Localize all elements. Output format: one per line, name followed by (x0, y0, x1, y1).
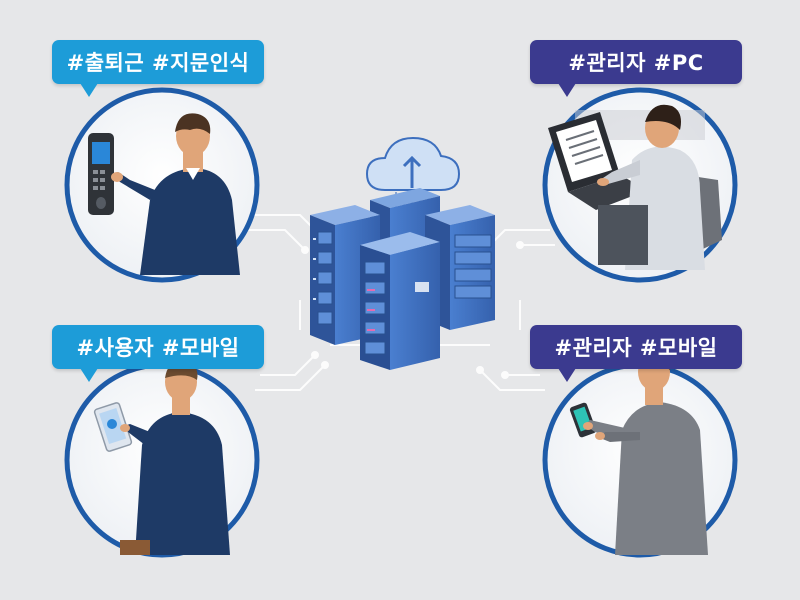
fingerprint-reader-icon (88, 133, 114, 215)
scene-admin-pc (542, 87, 738, 283)
tag-admin-pc: #관리자 #PC (530, 40, 742, 97)
scene-fingerprint-attendance (64, 87, 260, 283)
tag-label: #관리자 #PC (568, 51, 704, 75)
smartphone-icon (93, 402, 133, 452)
tag-label: #관리자 #모바일 (554, 336, 718, 360)
laptop-icon (548, 112, 648, 210)
tag-fingerprint-attendance: #출퇴근 #지문인식 (52, 40, 264, 97)
server-cluster (310, 136, 495, 370)
tag-pointer (80, 83, 98, 97)
tag-pointer (558, 83, 576, 97)
tag-pointer (558, 368, 576, 382)
tag-label: #출퇴근 #지문인식 (66, 51, 250, 75)
tag-admin-mobile: #관리자 #모바일 (530, 325, 742, 382)
tag-pointer (80, 368, 98, 382)
tag-label: #사용자 #모바일 (76, 336, 240, 360)
tag-user-mobile: #사용자 #모바일 (52, 325, 264, 382)
scene-user-mobile (64, 361, 260, 558)
server-rack-icon (360, 232, 440, 370)
